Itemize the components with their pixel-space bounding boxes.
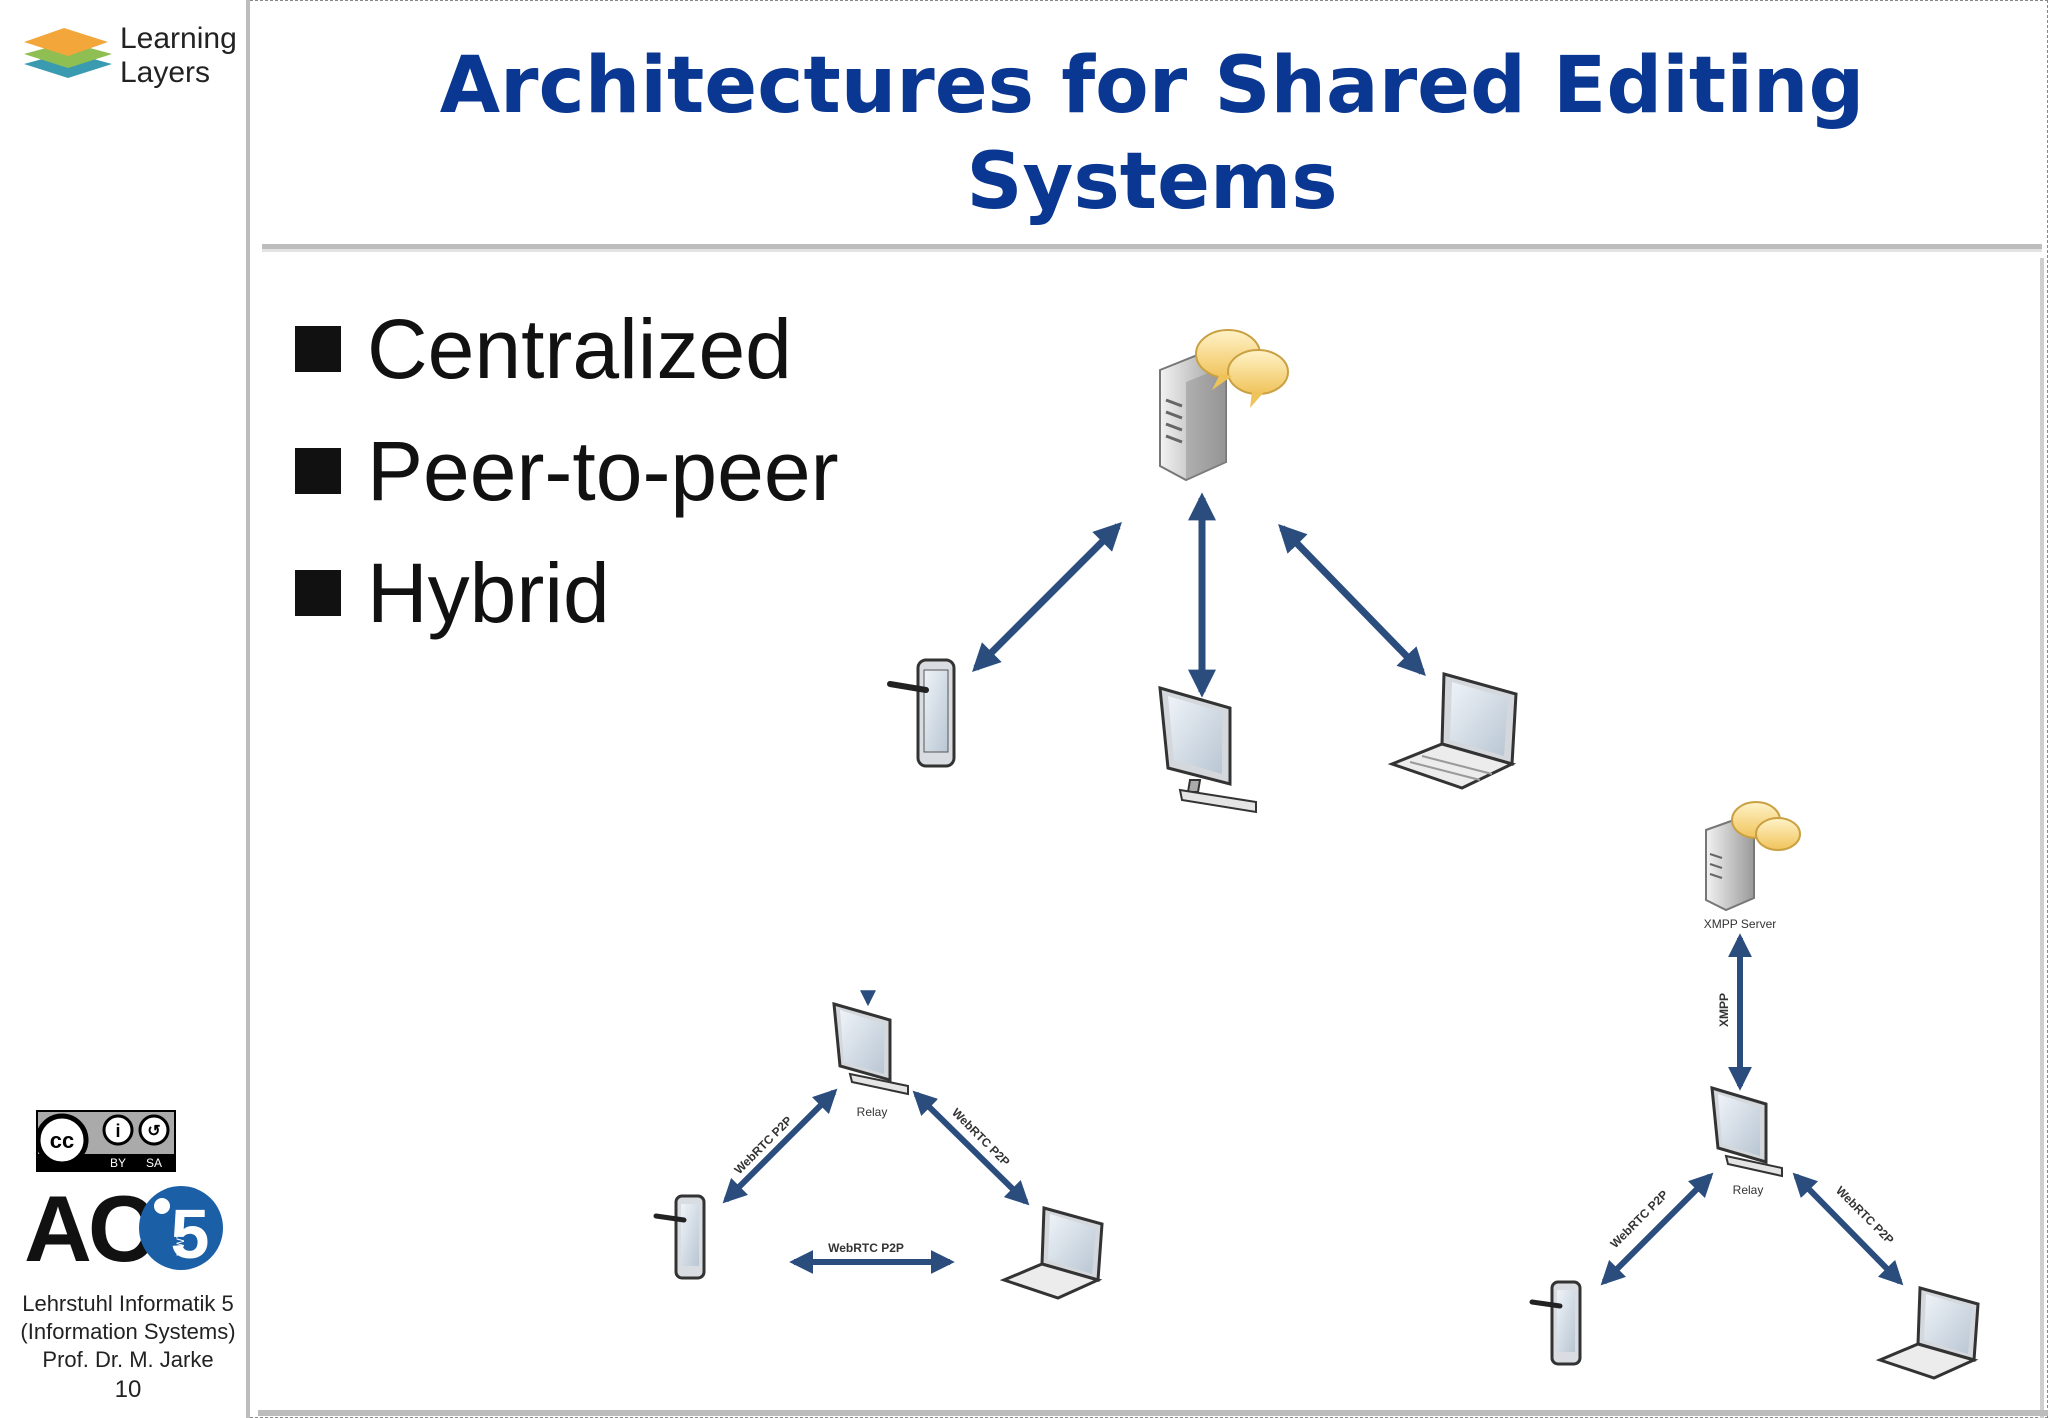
bullet-square-icon: [295, 448, 341, 494]
hybrid-server-label: XMPP Server: [1704, 917, 1776, 931]
dept-logo-i5-icon: 5 RWTH: [139, 1186, 223, 1273]
bullet-text: Centralized: [367, 301, 792, 396]
footer-line-1: Lehrstuhl Informatik 5: [22, 1291, 234, 1316]
hybrid-edge-left-label: WebRTC P2P: [1607, 1187, 1670, 1250]
bullet-list: Centralized Peer-to-peer Hybrid: [295, 288, 839, 654]
bullet-text: Hybrid: [367, 545, 610, 640]
arrow-server-tablet: [972, 522, 1122, 672]
bullet-item: Centralized: [295, 288, 839, 410]
hybrid-arrow-right: [1792, 1172, 1904, 1286]
sidebar-divider: [246, 0, 250, 1418]
footer-line-3: Prof. Dr. M. Jarke: [42, 1347, 214, 1372]
sidebar: Learning Layers cc i ↺ BY SA AC 5 RWTH L…: [0, 0, 246, 1418]
title-box: Architectures for Shared Editing Systems: [262, 0, 2042, 244]
svg-text:↺: ↺: [147, 1123, 160, 1140]
hybrid-relay-monitor-icon: [1710, 1085, 1783, 1178]
bottom-border: [258, 1410, 2048, 1416]
title-divider: [262, 244, 2042, 249]
hybrid-relay-label: Relay: [1733, 1183, 1764, 1197]
logo-wordmark: Learning Layers: [120, 22, 237, 90]
bullet-item: Hybrid: [295, 532, 839, 654]
p2p-diagram: Relay WebRTC P2P WebRTC P2P WebRTC P2P: [653, 990, 1104, 1300]
p2p-edge-bottom-label: WebRTC P2P: [828, 1241, 904, 1255]
bullet-square-icon: [295, 326, 341, 372]
bullet-text: Peer-to-peer: [367, 423, 839, 518]
p2p-relay-label: Relay: [857, 1105, 888, 1119]
logo-line-1: Learning: [120, 22, 237, 55]
title-line-1: Architectures for Shared Editing: [439, 41, 1865, 131]
footer-line-2: (Information Systems): [20, 1319, 236, 1344]
license-by: BY: [110, 1156, 126, 1170]
dept-logo-rwth: RWTH: [175, 1224, 187, 1257]
p2p-arrow-left: [722, 1088, 838, 1204]
hybrid-edge-right-label: WebRTC P2P: [1833, 1183, 1896, 1246]
cc-by-sa-license-icon: cc i ↺ BY SA: [36, 1110, 176, 1172]
p2p-tablet-icon: [653, 1194, 706, 1280]
server-chat-icon: [1159, 329, 1289, 482]
laptop-icon: [1387, 672, 1518, 790]
page-number: 10: [114, 1376, 142, 1403]
learning-layers-logo-icon: [24, 28, 112, 78]
monitor-icon: [1158, 685, 1257, 814]
footer-credits: Lehrstuhl Informatik 5 (Information Syst…: [0, 1290, 256, 1374]
hybrid-tablet-icon: [1529, 1280, 1582, 1366]
tablet-icon: [887, 658, 956, 768]
bullet-item: Peer-to-peer: [295, 410, 839, 532]
hybrid-edge-xmpp-label: XMPP: [1717, 993, 1731, 1027]
title-divider-shadow: [262, 249, 2042, 252]
logo-line-2: Layers: [120, 56, 211, 89]
centralized-diagram: [887, 329, 1518, 814]
slide-title: Architectures for Shared Editing Systems: [262, 38, 2042, 230]
title-line-2: Systems: [966, 137, 1338, 227]
hybrid-arrow-left: [1600, 1172, 1714, 1286]
p2p-laptop-icon: [999, 1206, 1104, 1300]
dept-logo-text: AC: [24, 1176, 156, 1281]
right-border: [2040, 258, 2044, 1418]
hybrid-diagram: XMPP Server XMPP Relay WebRTC P2P WebRTC…: [1529, 801, 1980, 1380]
p2p-edge-left-label: WebRTC P2P: [731, 1113, 794, 1176]
license-sa: SA: [146, 1156, 162, 1170]
relay-monitor-icon: [832, 1001, 909, 1096]
p2p-arrow-right: [912, 1090, 1030, 1206]
xmpp-server-icon: [1705, 801, 1801, 912]
bullet-square-icon: [295, 570, 341, 616]
arrow-server-laptop: [1278, 523, 1426, 677]
svg-text:i: i: [115, 1121, 120, 1141]
hybrid-laptop-icon: [1875, 1286, 1980, 1380]
dept-logo-digit: 5: [171, 1195, 210, 1273]
svg-text:cc: cc: [50, 1128, 74, 1153]
